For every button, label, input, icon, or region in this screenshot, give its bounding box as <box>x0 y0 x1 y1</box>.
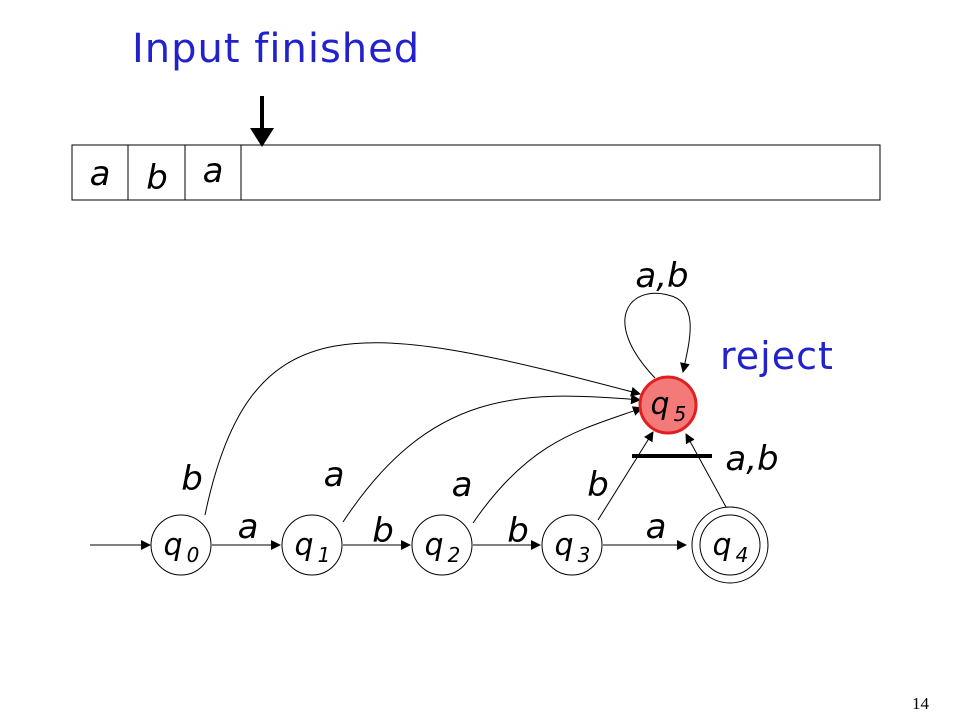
reject-label: reject <box>720 334 834 378</box>
transition-q5-loop <box>624 292 691 379</box>
state-subscript: 2 <box>448 543 461 567</box>
tape-cell: a <box>203 151 224 191</box>
state-q5-current: q 5 <box>638 375 698 435</box>
state-subscript: 0 <box>187 543 200 567</box>
label-q5-loop: a,b <box>635 256 688 296</box>
state-q0: q 0 <box>150 514 212 576</box>
transition-q0-q5 <box>204 342 641 516</box>
state-label: q <box>294 528 313 563</box>
tape-cell: a <box>90 154 111 194</box>
label-q0-q5: b <box>181 459 203 499</box>
headline: Input finished <box>132 26 421 72</box>
state-q4-accepting: q 4 <box>691 506 769 584</box>
state-subscript: 3 <box>578 543 591 567</box>
state-q3: q 3 <box>541 514 603 576</box>
state-label: q <box>424 528 443 563</box>
read-head-arrow <box>250 96 274 147</box>
state-label: q <box>650 387 669 422</box>
state-subscript: 5 <box>674 402 687 426</box>
state-label: q <box>712 528 731 563</box>
state-q1: q 1 <box>281 514 343 576</box>
label-q1-q2: b <box>372 511 394 551</box>
page-number: 14 <box>912 694 929 713</box>
transition-q1-q5 <box>342 394 641 523</box>
tape-cell: b <box>146 158 168 198</box>
transition-q2-q5 <box>472 406 643 524</box>
transition-q3-q5 <box>597 431 654 521</box>
state-label: q <box>163 528 182 563</box>
state-subscript: 4 <box>736 543 749 567</box>
label-q2-q3: b <box>507 511 529 551</box>
label-q3-q5: b <box>587 465 609 505</box>
state-q2: q 2 <box>411 514 473 576</box>
label-q4-q5: a,b <box>725 439 778 479</box>
label-q0-q1: a <box>238 507 259 547</box>
label-q2-q5: a <box>452 465 473 505</box>
label-q3-q4: a <box>646 507 667 547</box>
state-label: q <box>554 528 573 563</box>
transition-q4-q5 <box>685 433 727 508</box>
state-subscript: 1 <box>318 543 331 567</box>
input-tape: a b a <box>71 144 881 201</box>
label-q1-q5: a <box>324 455 345 495</box>
